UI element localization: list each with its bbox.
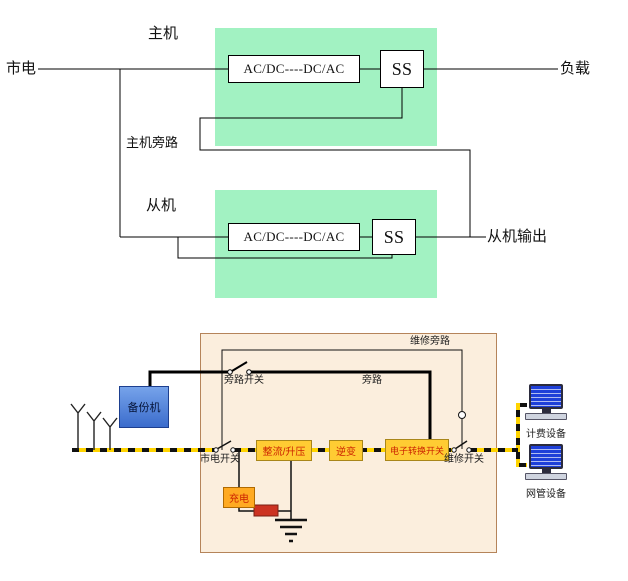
computer-keyboard-icon <box>525 413 567 420</box>
maintenance-switch-label: 维修开关 <box>444 454 484 465</box>
transfer-switch-module-box: 电子转换开关 <box>385 439 449 461</box>
charger-module-box: 充电 <box>223 487 255 508</box>
bypass-switch-blade-icon <box>231 361 248 372</box>
battery-icon <box>253 504 279 517</box>
network-device-label: 网管设备 <box>526 489 566 500</box>
bypass-switch-contact-icon <box>246 369 252 375</box>
bypass-wire <box>148 370 432 439</box>
bypass-switch-contact-icon <box>227 369 233 375</box>
power-line-dashes <box>72 403 527 467</box>
backup-unit-box: 备份机 <box>119 386 169 428</box>
mains-switch-contact-icon <box>230 447 236 453</box>
computer-keyboard-icon <box>525 473 567 480</box>
slave-static-switch-box: SS <box>372 219 416 255</box>
slave-converter-box: AC/DC----DC/AC <box>228 223 360 251</box>
load-label: 负载 <box>560 61 591 77</box>
slave-label: 从机 <box>146 198 177 214</box>
billing-computer-icon <box>524 384 568 420</box>
antenna-icons <box>70 403 118 450</box>
charger-battery-wires <box>238 452 292 520</box>
maintenance-bypass-label: 维修旁路 <box>410 336 450 347</box>
computer-stand-icon <box>541 409 551 413</box>
master-label: 主机 <box>148 26 179 42</box>
computer-monitor-icon <box>529 444 563 469</box>
maintenance-switch-contact-icon <box>451 447 457 453</box>
maintenance-bypass-contact-icon <box>458 411 466 419</box>
maintenance-switch-blade-icon <box>454 440 468 450</box>
billing-device-label: 计费设备 <box>526 429 566 440</box>
top-diagram-wires <box>38 68 558 259</box>
mains-switch-blade-icon <box>216 440 232 450</box>
maintenance-switch-contact-icon <box>466 447 472 453</box>
ground-icon <box>275 518 307 543</box>
mains-switch-label: 市电开关 <box>200 454 240 465</box>
inverter-module-box: 逆变 <box>329 440 363 461</box>
bypass-switch-label: 旁路开关 <box>224 375 264 386</box>
network-computer-icon <box>524 444 568 480</box>
computer-monitor-icon <box>529 384 563 409</box>
master-converter-box: AC/DC----DC/AC <box>228 55 360 83</box>
master-bypass-label: 主机旁路 <box>126 135 179 150</box>
computer-stand-icon <box>541 469 551 473</box>
bypass-label: 旁路 <box>362 375 382 386</box>
maintenance-bypass-wire <box>221 349 463 450</box>
mains-switch-contact-icon <box>213 447 219 453</box>
mains-label: 市电 <box>6 61 37 77</box>
rectifier-module-box: 整流/升压 <box>256 440 312 461</box>
master-static-switch-box: SS <box>380 50 424 88</box>
slave-output-label: 从机输出 <box>487 229 548 245</box>
